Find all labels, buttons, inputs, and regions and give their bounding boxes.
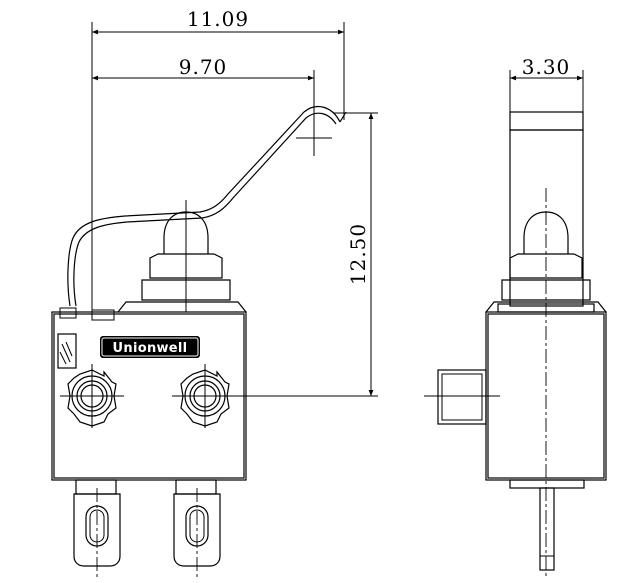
dimension-label-height: 12.50 bbox=[346, 223, 370, 285]
dimension-width: 3.30 bbox=[509, 55, 584, 112]
dimension-label-actuator-length: 9.70 bbox=[179, 55, 228, 79]
unionwell-logo: Unionwell bbox=[100, 336, 200, 358]
plunger bbox=[141, 200, 231, 312]
dimension-label-width: 3.30 bbox=[522, 55, 571, 79]
lever-side bbox=[509, 111, 584, 307]
dimension-actuator-length: 9.70 bbox=[92, 55, 315, 155]
lever-actuator bbox=[67, 105, 347, 307]
switch-housing bbox=[51, 301, 247, 481]
dimension-overall-length: 11.09 bbox=[91, 7, 345, 318]
mounting-boss-side bbox=[424, 369, 500, 425]
mounting-hole-right bbox=[172, 364, 242, 428]
dimension-label-overall-length: 11.09 bbox=[187, 7, 249, 31]
terminal-left bbox=[73, 479, 121, 580]
logo-label: Unionwell bbox=[113, 341, 188, 356]
front-view: 11.09 9.70 12.50 bbox=[51, 7, 378, 580]
terminal-right bbox=[173, 479, 221, 580]
terminal-side bbox=[509, 479, 585, 571]
mounting-hole-left bbox=[60, 364, 124, 428]
dimension-height: 12.50 bbox=[240, 112, 378, 397]
side-view: 3.30 bbox=[424, 55, 607, 578]
